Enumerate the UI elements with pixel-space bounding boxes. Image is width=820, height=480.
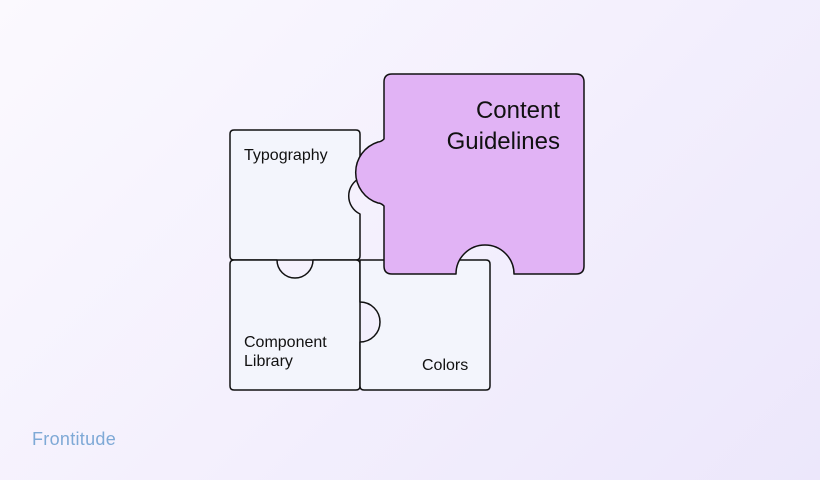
puzzle-piece-content-guidelines — [354, 73, 585, 275]
component-library-label: Component Library — [244, 333, 327, 371]
frontitude-logo-text: Frontitude — [32, 429, 117, 449]
content-guidelines-label-line1: Content — [475, 97, 560, 124]
puzzle-piece-typography — [229, 129, 361, 261]
typography-label: Typography — [244, 147, 328, 164]
component-library-label-line1: Component — [244, 334, 327, 351]
puzzle-piece-colors — [359, 259, 491, 391]
component-library-label-line2: Library — [244, 353, 293, 371]
colors-label: Colors — [422, 357, 469, 374]
content-guidelines-label: Content Guidelines — [447, 96, 560, 157]
content-guidelines-label-line2: Guidelines — [446, 127, 560, 155]
